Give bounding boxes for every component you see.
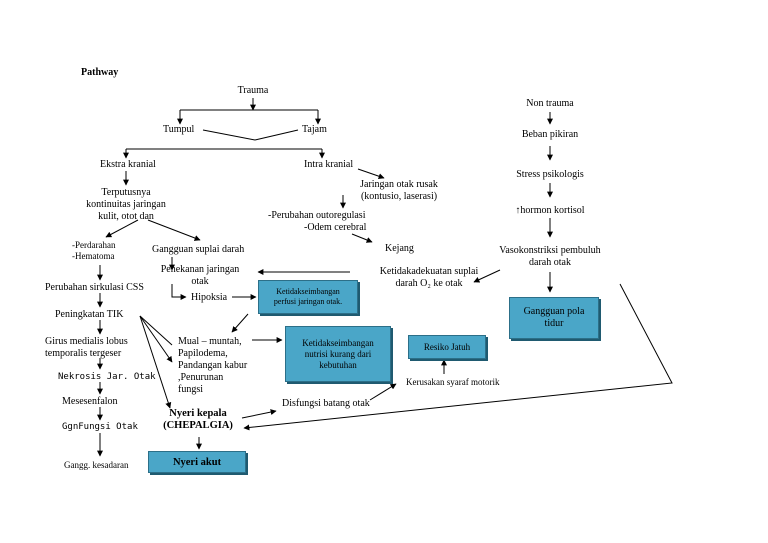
node-jaringan-rusak: Jaringan otak rusak (kontusio, laserasi) <box>360 179 438 202</box>
cross-line-2 <box>254 129 299 141</box>
node-mesesenfalon: Mesesenfalon <box>62 396 118 407</box>
arrow-perubahan-kejang <box>351 233 373 243</box>
node-mual: Mual – muntah, Papilodema, Pandangan kab… <box>178 336 248 395</box>
node-tumpul: Tumpul <box>163 124 195 135</box>
node-ekstra-kranial: Ekstra kranial <box>100 159 156 170</box>
arrow-vaso-ketidakadekuatan <box>473 269 501 283</box>
node-terputusnya: Terputusnya kontinuitas jaringan kulit, … <box>86 187 166 222</box>
node-perdarahan: -Perdarahan -Hematoma <box>72 240 116 261</box>
node-disfungsi: Disfungsi batang otak <box>282 398 370 409</box>
arrow-perfusi-mual <box>231 313 249 333</box>
box-nutrisi: Ketidakseimbangan nutrisi kurang dari ke… <box>285 326 391 382</box>
box-perfusi: Ketidakseimbangan perfusi jaringan otak. <box>258 280 358 314</box>
node-beban-pikiran: Beban pikiran <box>521 129 579 140</box>
node-intra-kranial: Intra kranial <box>304 159 354 170</box>
node-vasokonstriksi: Vasokonstriksi pembuluh darah otak <box>499 245 601 268</box>
node-hipoksia: Hipoksia <box>191 292 228 303</box>
node-hormon: ↑hormon kortisol <box>515 205 585 216</box>
node-nyeri-kepala: Nyeri kepala (CHEPALGIA) <box>163 408 233 431</box>
node-nekrosis: Nekrosis Jar. Otak <box>58 372 156 382</box>
node-gangguan-suplai: Gangguan suplai darah <box>152 244 245 255</box>
node-perubahan-css: Perubahan sirkulasi CSS <box>45 282 144 293</box>
arrow-to-perdarahan <box>105 219 139 238</box>
arrow-tik-nyeri <box>139 315 172 409</box>
node-ggn-fungsi: GgnFungsi Otak <box>62 422 138 432</box>
node-stress: Stress psikologis <box>516 169 584 180</box>
node-gangg-kesadaran: Gangg. kesadaran <box>64 460 129 470</box>
node-kejang: Kejang <box>385 243 414 254</box>
arrow-tik-mual <box>139 315 173 363</box>
box-gangguan-tidur: Gangguan pola tidur <box>509 297 599 339</box>
node-kerusakan: Kerusakan syaraf motorik <box>406 377 500 387</box>
arrow-disfungsi-kerusakan <box>369 383 397 401</box>
line-tik-extra <box>139 315 173 346</box>
node-girus: Girus medialis lobus temporalis tergeser <box>45 336 128 359</box>
return-line-to-nyeri <box>243 283 673 431</box>
cross-line-1 <box>202 129 256 141</box>
node-ketidakadekuatan: Ketidakadekuatan suplai darah O₂ ke otak <box>379 266 479 289</box>
node-perubahan-outoregulasi: -Perubahan outoregulasi -Odem cerebral <box>268 210 367 233</box>
node-penekanan: Penekanan jaringan otak <box>160 264 240 287</box>
arrow-nyeri-disfungsi <box>241 409 277 419</box>
node-non-trauma: Non trauma <box>526 98 574 109</box>
node-peningkatan-tik: Peningkatan TIK <box>55 309 124 320</box>
arrow-intra-jaringan <box>357 168 385 180</box>
arrow-to-hipoksia <box>171 284 187 300</box>
page-title: Pathway <box>81 67 119 78</box>
box-nyeri-akut: Nyeri akut <box>148 451 246 473</box>
node-trauma: Trauma <box>237 85 269 96</box>
box-resiko-jatuh: Resiko Jatuh <box>408 335 486 359</box>
node-tajam: Tajam <box>302 124 327 135</box>
arrow-to-gangguan-suplai <box>147 219 201 241</box>
